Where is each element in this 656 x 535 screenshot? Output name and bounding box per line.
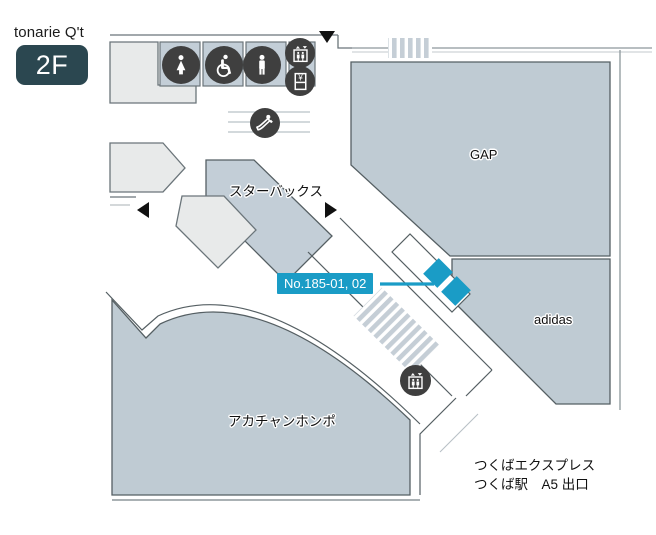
- elevator-icon-lower[interactable]: [400, 365, 431, 396]
- stairs-top: [388, 38, 432, 58]
- corridor-block-left-pentagon: [109, 142, 186, 193]
- unit-185-01[interactable]: [423, 258, 453, 288]
- escalator-stripes-center: [353, 287, 440, 374]
- shop-area-starbucks[interactable]: [205, 159, 333, 283]
- unit-185-02[interactable]: [441, 276, 471, 306]
- unit-callout-label[interactable]: No.185-01, 02: [277, 273, 374, 294]
- highlighted-units[interactable]: [423, 258, 471, 306]
- shop-label-starbucks[interactable]: スターバックス: [229, 184, 323, 199]
- akachan-honpo-curve-outer: [105, 291, 421, 425]
- shop-label-akachan-honpo[interactable]: アカチャンホンポ: [228, 414, 336, 429]
- atm-icon[interactable]: ¥: [285, 66, 315, 96]
- escalator-icon[interactable]: [250, 108, 280, 138]
- shop-area-gap[interactable]: [350, 61, 611, 257]
- shop-label-gap[interactable]: GAP: [470, 147, 498, 162]
- svg-text:¥: ¥: [298, 73, 303, 82]
- floor-badge[interactable]: 2F: [16, 45, 88, 85]
- shop-area-adidas[interactable]: [451, 258, 611, 405]
- womens-restroom-icon[interactable]: [162, 46, 200, 84]
- lower-right-concourse-walls: [419, 397, 479, 495]
- elevator-icon[interactable]: [285, 38, 315, 68]
- wheelchair-accessible-restroom-icon[interactable]: [205, 46, 243, 84]
- shop-area-akachan-honpo-main[interactable]: [111, 298, 411, 496]
- station-exit-name: つくば駅 A5 出口: [474, 477, 589, 492]
- station-caption: つくばエクスプレス つくば駅 A5 出口: [474, 456, 595, 494]
- page-title: tonarie Q't: [14, 24, 84, 41]
- shop-label-adidas[interactable]: adidas: [534, 312, 573, 327]
- corridor-block-left-diamond: [175, 195, 257, 269]
- station-line-name: つくばエクスプレス: [474, 458, 596, 473]
- mens-restroom-icon[interactable]: [243, 46, 281, 84]
